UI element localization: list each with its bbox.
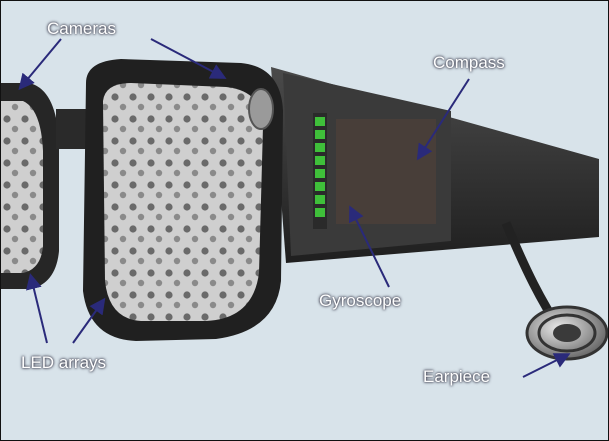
left-lens (1, 101, 43, 273)
main-lens (103, 83, 263, 321)
arrow-led-left (31, 277, 47, 343)
label-cameras: Cameras (47, 19, 116, 39)
arrow-earpiece (523, 355, 567, 377)
sensor-board (336, 119, 436, 224)
camera-right (249, 89, 273, 129)
bridge (56, 109, 86, 149)
label-compass: Compass (433, 53, 505, 73)
label-led-arrays: LED arrays (21, 353, 106, 373)
arrow-cameras-left (21, 39, 61, 87)
earpiece-bud (527, 307, 607, 359)
temple-led-column (313, 113, 327, 229)
label-gyroscope: Gyroscope (319, 291, 401, 311)
label-earpiece: Earpiece (423, 367, 490, 387)
